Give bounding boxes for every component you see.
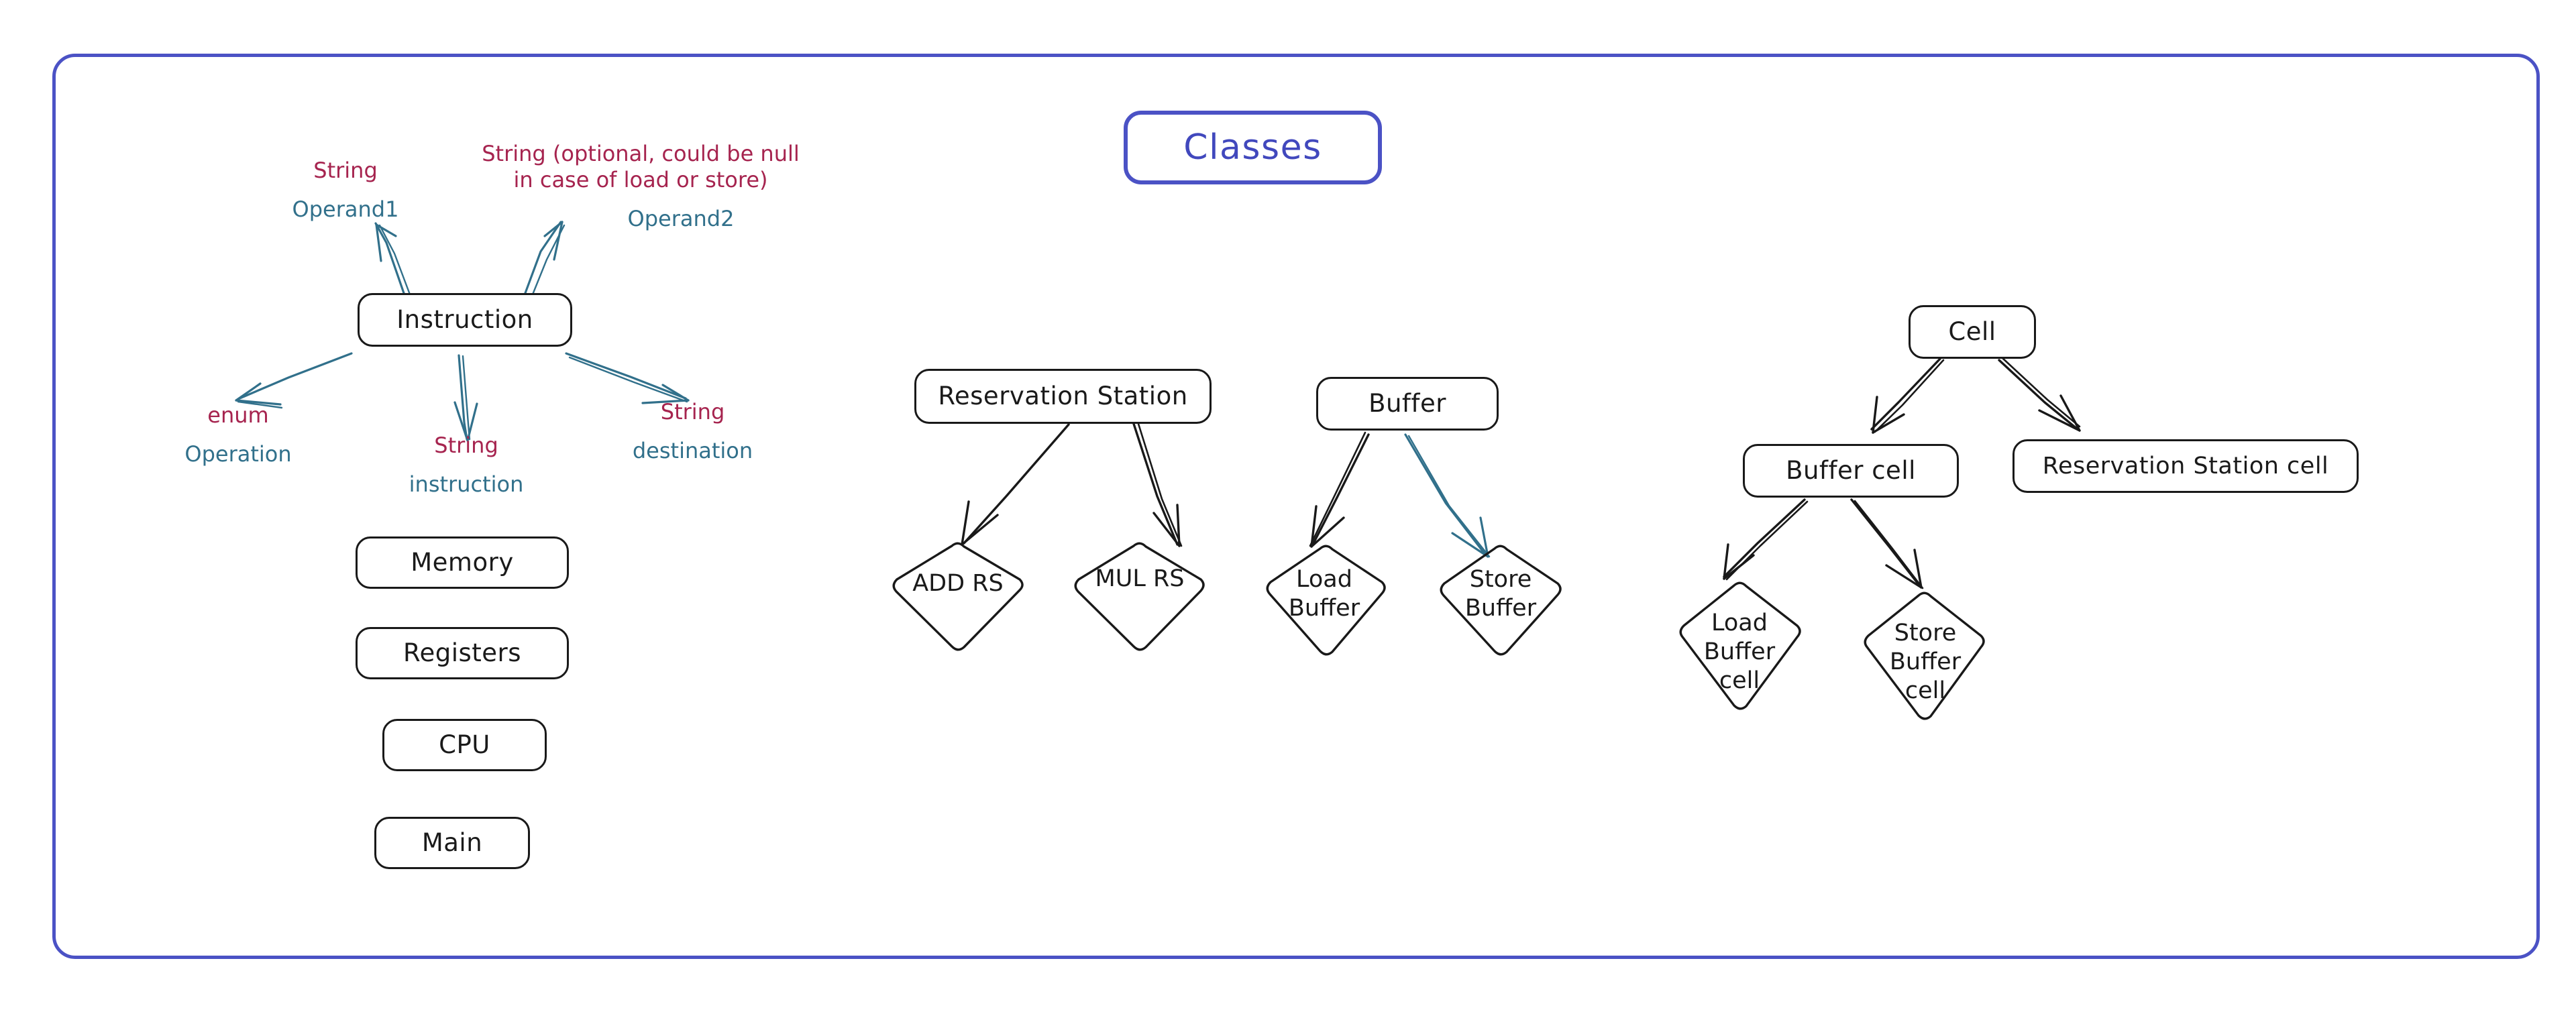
class-node-cpu[interactable]: CPU xyxy=(382,719,547,771)
class-node-registers[interactable]: Registers xyxy=(356,627,569,679)
class-node-main-label: Main xyxy=(421,828,483,857)
annotation-operand1-name: Operand1 xyxy=(292,196,399,223)
annotation-destination-type: String xyxy=(660,398,725,424)
class-node-buffer-label: Buffer xyxy=(1368,388,1446,418)
class-node-reservation-station-cell[interactable]: Reservation Station cell xyxy=(2012,439,2359,493)
annotation-operand2-name: Operand2 xyxy=(627,206,735,232)
class-node-registers-label: Registers xyxy=(402,638,522,667)
class-node-cpu-label: CPU xyxy=(439,730,490,759)
class-node-memory-label: Memory xyxy=(411,547,514,577)
class-node-buffer-cell[interactable]: Buffer cell xyxy=(1743,444,1959,498)
class-node-reservation-station[interactable]: Reservation Station xyxy=(914,369,1212,424)
class-node-reservation-station-cell-label: Reservation Station cell xyxy=(2042,452,2329,479)
diagram-title: Classes xyxy=(1183,127,1322,168)
annotation-operand2: String (optional, could be null in case … xyxy=(470,127,812,245)
annotation-operation-name: Operation xyxy=(184,441,292,467)
class-node-reservation-station-label: Reservation Station xyxy=(938,381,1188,410)
annotation-instruction-field-name: instruction xyxy=(409,471,524,498)
diagram-title-box: Classes xyxy=(1124,111,1382,184)
class-node-main[interactable]: Main xyxy=(374,817,530,869)
annotation-destination: String destination xyxy=(621,386,765,477)
diagram-frame xyxy=(52,54,2540,959)
annotation-destination-name: destination xyxy=(632,438,753,464)
annotation-operation-type: enum xyxy=(207,402,269,428)
annotation-instruction-field-type: String xyxy=(434,432,498,458)
class-node-cell-label: Cell xyxy=(1948,317,1996,346)
annotation-operand1-type: String xyxy=(313,157,378,183)
class-node-buffer-cell-label: Buffer cell xyxy=(1786,455,1916,485)
class-node-cell[interactable]: Cell xyxy=(1909,305,2036,359)
class-node-buffer[interactable]: Buffer xyxy=(1316,377,1499,431)
annotation-operation: enum Operation xyxy=(171,389,305,481)
class-node-memory[interactable]: Memory xyxy=(356,536,569,589)
class-node-instruction[interactable]: Instruction xyxy=(358,293,572,347)
annotation-instruction-field: String instruction xyxy=(396,419,537,511)
class-node-instruction-label: Instruction xyxy=(396,304,533,334)
annotation-operand2-type: String (optional, could be null in case … xyxy=(482,140,800,192)
annotation-operand1: String Operand1 xyxy=(282,144,409,236)
